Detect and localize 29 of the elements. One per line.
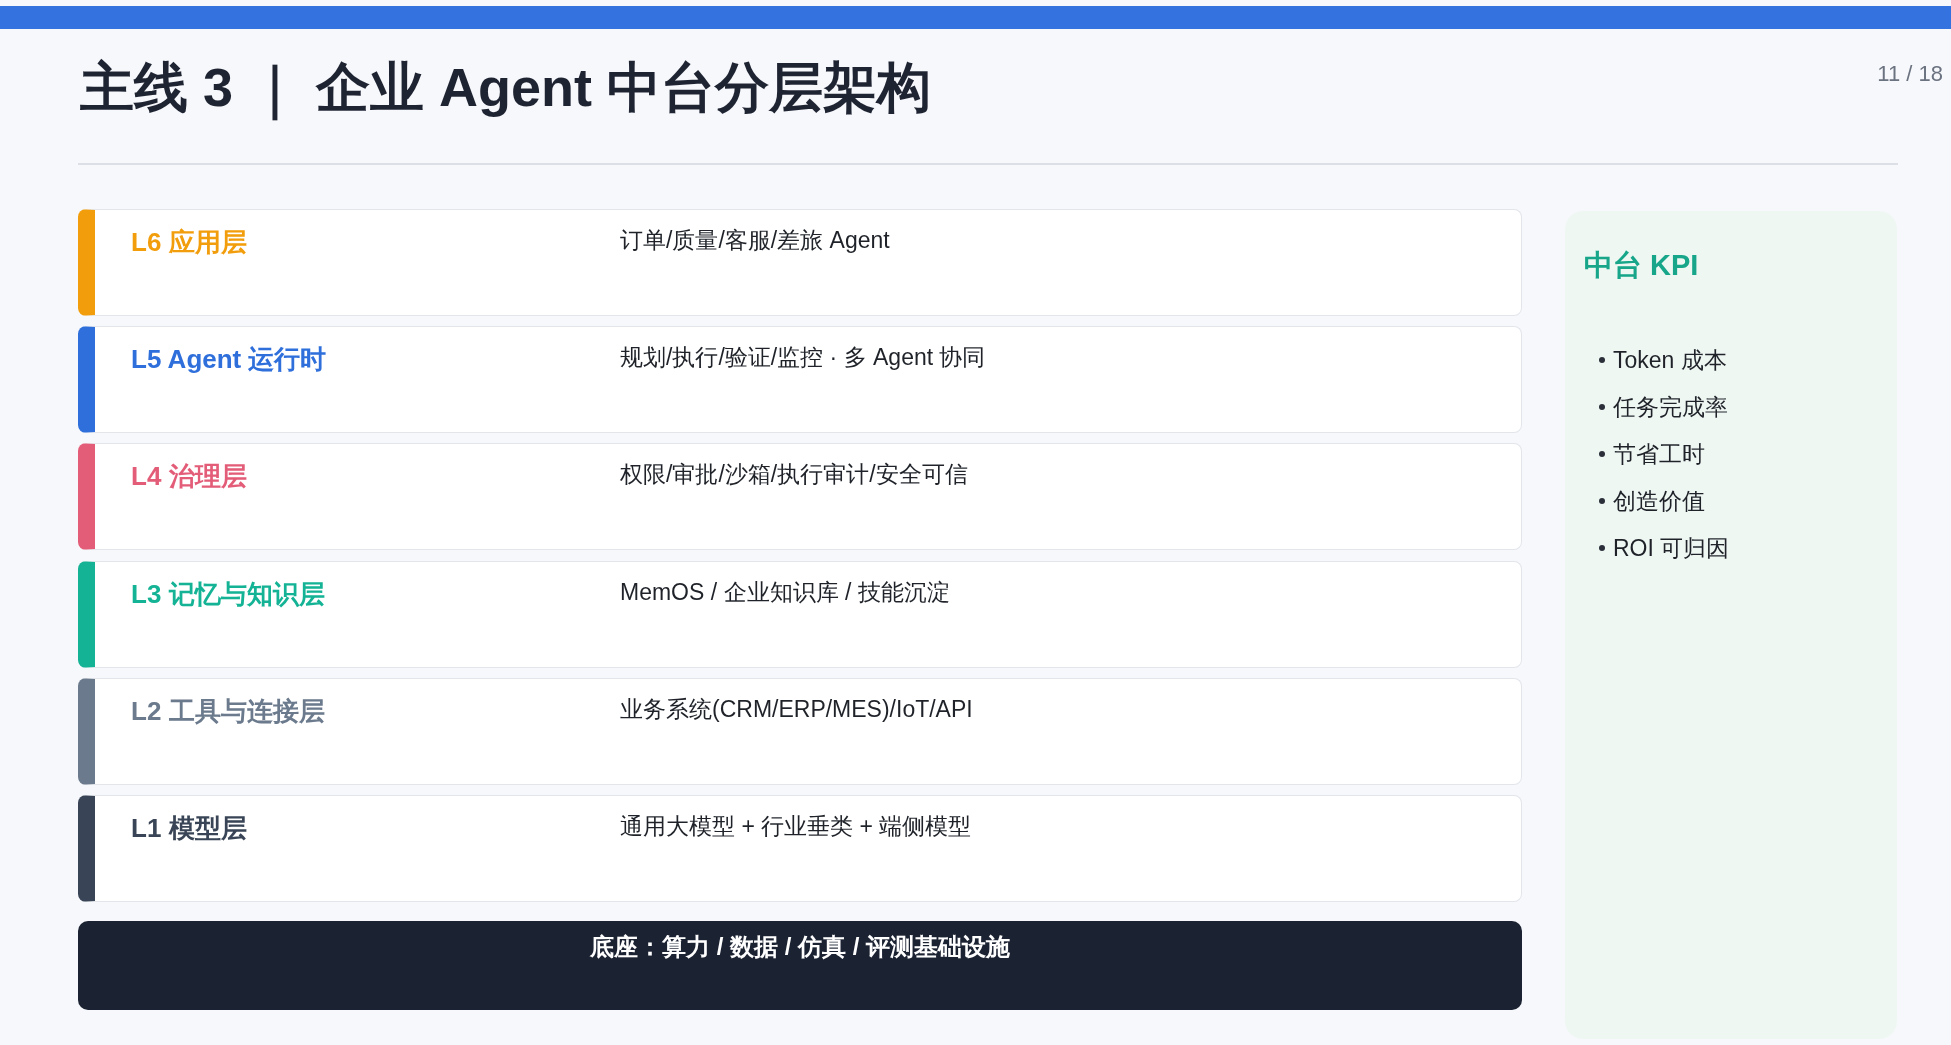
kpi-item: Token 成本 xyxy=(1613,346,1727,375)
foundation-text: 底座：算力 / 数据 / 仿真 / 评测基础设施 xyxy=(590,932,1010,962)
layer-description: MemOS / 企业知识库 / 技能沉淀 xyxy=(620,578,950,607)
kpi-item: ROI 可归因 xyxy=(1613,534,1730,563)
layer-card xyxy=(78,678,1522,785)
layer-card xyxy=(78,443,1522,550)
layer-title: L3 记忆与知识层 xyxy=(131,578,325,611)
kpi-item: 任务完成率 xyxy=(1613,393,1728,422)
page-number: 11 / 18 xyxy=(1877,60,1943,88)
layer-card xyxy=(78,326,1522,433)
layer-description: 订单/质量/客服/差旅 Agent xyxy=(620,226,890,255)
layer-description: 通用大模型 + 行业垂类 + 端侧模型 xyxy=(620,812,972,841)
layer-title: L4 治理层 xyxy=(131,460,247,493)
kpi-item: 节省工时 xyxy=(1613,440,1705,469)
layer-title: L6 应用层 xyxy=(131,226,247,259)
layer-title: L2 工具与连接层 xyxy=(131,695,325,728)
kpi-panel xyxy=(1565,211,1897,1039)
layer-card xyxy=(78,209,1522,316)
kpi-item: 创造价值 xyxy=(1613,487,1705,516)
page-title: 主线 3 ｜ 企业 Agent 中台分层架构 xyxy=(80,52,932,122)
layer-card xyxy=(78,795,1522,902)
foundation-bar xyxy=(78,921,1522,1010)
layer-card xyxy=(78,561,1522,668)
layer-description: 业务系统(CRM/ERP/MES)/IoT/API xyxy=(620,695,973,724)
panel-heading: 中台 KPI xyxy=(1584,248,1699,283)
layer-description: 规划/执行/验证/监控 · 多 Agent 协同 xyxy=(620,343,986,372)
layer-title: L5 Agent 运行时 xyxy=(131,343,327,376)
layer-description: 权限/审批/沙箱/执行审计/安全可信 xyxy=(620,460,968,489)
layer-title: L1 模型层 xyxy=(131,812,247,845)
